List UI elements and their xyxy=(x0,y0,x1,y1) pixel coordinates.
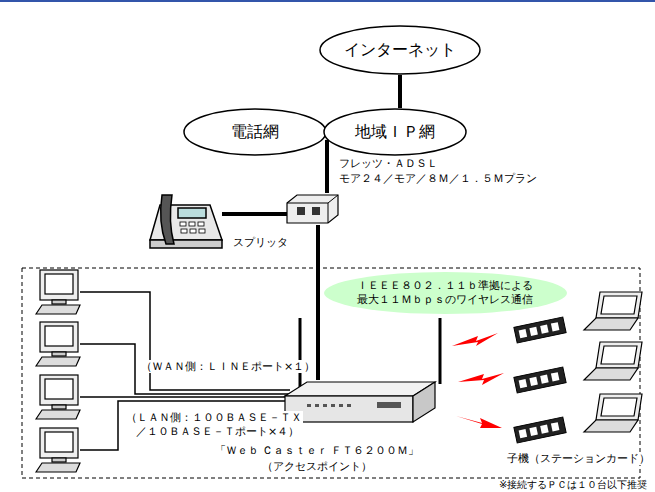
note-label: フレッツ・ＡＤＳＬ xyxy=(338,157,439,170)
desktop-pc xyxy=(36,322,80,366)
cloud-ellipse: 地域ＩＰ網 xyxy=(323,108,467,156)
node-label: 地域ＩＰ網 xyxy=(355,122,435,142)
desktop-pcs xyxy=(36,270,80,472)
cloud-ellipse: 電話網 xyxy=(183,108,327,156)
node-outline xyxy=(285,380,435,425)
node-label: （アクセスポイント） xyxy=(262,460,372,474)
access-point: 「Ｗｅｂ Ｃａｓｔｅｒ ＦＴ６２００Ｍ」（アクセスポイント） xyxy=(285,380,435,425)
station-card xyxy=(514,367,566,393)
laptop-pc xyxy=(584,342,642,380)
node-label: 「Ｗｅｂ Ｃａｓｔｅｒ ＦＴ６２００Ｍ」 xyxy=(215,444,420,458)
network-line xyxy=(398,75,402,108)
node-label: インターネット xyxy=(344,40,456,60)
desktop-pc xyxy=(36,270,80,314)
wireless-bolts xyxy=(452,333,504,428)
cloud-ellipse: インターネット xyxy=(319,25,481,75)
node-outline xyxy=(285,193,340,225)
node-label: ＩＥＥＥ８０２．１１ｂ準拠による xyxy=(357,279,533,293)
note-label: ※接続するＰＣは１０台以下推奨 xyxy=(498,479,648,491)
note-label: （ＷＡＮ側：ＬＩＮＥポート×１） xyxy=(140,360,316,373)
station-card xyxy=(514,417,566,443)
splitter-device: スプリッタ xyxy=(285,193,340,225)
laptops xyxy=(584,292,642,432)
node-label: 最大１１Ｍｂｐｓのワイヤレス通信 xyxy=(357,293,533,307)
top-rule xyxy=(0,0,655,2)
desktop-pc xyxy=(36,375,80,419)
note-label: モア２４／モア／８Ｍ／１．５Ｍプラン xyxy=(338,172,538,185)
node-label: 電話網 xyxy=(231,122,279,142)
lan-area-frame xyxy=(22,268,640,478)
station-cards xyxy=(514,317,566,443)
note-label: 子機（ステーションカード） xyxy=(506,452,651,465)
wireless-ellipse: ＩＥＥＥ８０２．１１ｂ準拠による最大１１Ｍｂｐｓのワイヤレス通信 xyxy=(323,271,568,315)
laptop-pc xyxy=(584,292,642,330)
note-label: （ＬＡＮ側：１００ＢＡＳＥ－ＴＸ xyxy=(125,411,303,424)
note-label: ／１０ＢＡＳＥ－Ｔポート×４） xyxy=(135,425,300,438)
network-line xyxy=(325,140,329,193)
desktop-pc xyxy=(36,428,80,472)
antennas xyxy=(300,318,440,388)
laptop-pc xyxy=(584,394,642,432)
network-line xyxy=(316,225,320,380)
station-card xyxy=(514,317,566,343)
node-label: スプリッタ xyxy=(233,236,288,250)
